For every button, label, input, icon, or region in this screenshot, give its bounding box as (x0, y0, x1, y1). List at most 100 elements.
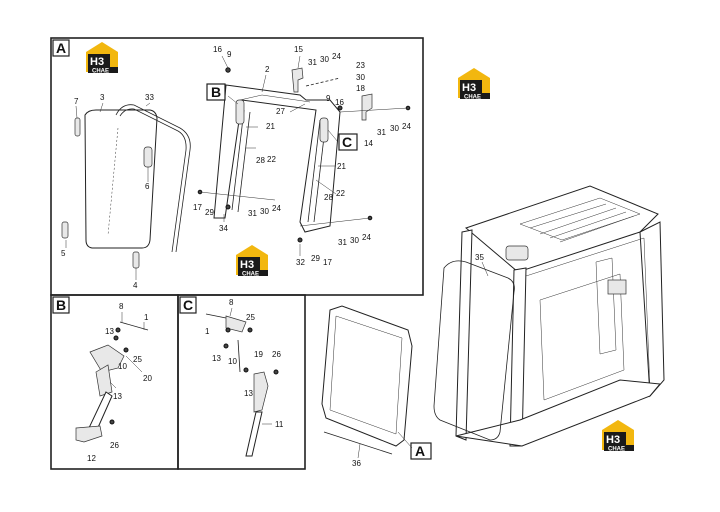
label-c-26: 26 (272, 350, 281, 359)
panel-a-labels: 16 9 15 31 30 24 2 23 30 18 7 3 33 B 27 … (61, 45, 411, 290)
door-frame (213, 84, 341, 233)
cab-illustration: 35 (433, 185, 665, 447)
callout-a-text: A (415, 443, 425, 459)
panel-b-tag-text: B (56, 297, 66, 313)
logo-b: H3 CHAE (458, 68, 490, 101)
callout-c-text: C (342, 134, 352, 150)
label-22b: 22 (336, 189, 345, 198)
panel-c-labels: 8 25 1 13 10 19 26 13 11 (205, 298, 284, 429)
seal-strip-36 (323, 431, 393, 455)
label-15: 15 (294, 45, 303, 54)
label-29b: 29 (311, 254, 320, 263)
label-30c: 30 (390, 124, 399, 133)
label-17: 17 (193, 203, 202, 212)
label-30b: 30 (356, 73, 365, 82)
callout-a: A (410, 442, 432, 460)
label-35: 35 (475, 253, 484, 262)
label-30d: 30 (260, 207, 269, 216)
label-31d: 31 (338, 238, 347, 247)
label-4: 4 (133, 281, 138, 290)
label-c-1: 1 (205, 327, 210, 336)
label-24b: 24 (402, 122, 411, 131)
logo-c: H3 CHAE (236, 245, 268, 278)
panel-c-tag: C (179, 296, 197, 314)
label-23: 23 (356, 61, 365, 70)
label-9: 9 (227, 50, 232, 59)
panel-a-drawing (61, 55, 411, 280)
label-9b: 9 (326, 94, 331, 103)
logo-c-text: CHAE (242, 272, 259, 278)
label-14: 14 (364, 139, 373, 148)
label-29: 29 (205, 208, 214, 217)
panel-a-tag: A (52, 39, 70, 57)
panel-b-drawing (75, 312, 149, 443)
logo-a: H3 CHAE (86, 42, 118, 75)
panel-c-drawing (205, 307, 279, 457)
label-31: 31 (308, 58, 317, 67)
label-5: 5 (61, 249, 66, 258)
panel-b-tag: B (52, 296, 70, 314)
label-b-13b: 13 (113, 392, 122, 401)
label-b-20: 20 (143, 374, 152, 383)
label-c-11: 11 (275, 420, 284, 429)
logo-d: H3 CHAE (602, 420, 634, 453)
glass-panel (84, 109, 158, 249)
label-31b: 31 (377, 128, 386, 137)
logo-a-text: CHAE (92, 69, 109, 75)
label-16b: 16 (335, 98, 344, 107)
label-31c: 31 (248, 209, 257, 218)
label-b-10: 10 (118, 362, 127, 371)
label-b-12: 12 (87, 454, 96, 463)
label-c-13: 13 (212, 354, 221, 363)
logo-c-mark: H3 (240, 259, 254, 271)
label-27: 27 (276, 107, 285, 116)
label-2: 2 (265, 65, 270, 74)
label-3: 3 (100, 93, 105, 102)
logo-d-text: CHAE (608, 447, 625, 453)
label-34: 34 (219, 224, 228, 233)
label-b-13: 13 (105, 327, 114, 336)
label-24c: 24 (272, 204, 281, 213)
logo-d-mark: H3 (606, 434, 620, 446)
callout-b: B (206, 83, 226, 101)
door-assembly: 36 A (321, 305, 432, 468)
label-21: 21 (266, 122, 275, 131)
label-c-13b: 13 (244, 389, 253, 398)
label-24d: 24 (362, 233, 371, 242)
label-b-8: 8 (119, 302, 124, 311)
label-21b: 21 (337, 162, 346, 171)
label-7: 7 (74, 97, 79, 106)
label-b-26: 26 (110, 441, 119, 450)
panel-c-tag-text: C (183, 297, 193, 313)
callout-c: C (338, 133, 358, 151)
label-c-25: 25 (246, 313, 255, 322)
logo-a-mark: H3 (90, 56, 104, 68)
label-33: 33 (145, 93, 154, 102)
label-c-8: 8 (229, 298, 234, 307)
label-32: 32 (296, 258, 305, 267)
label-b-25: 25 (133, 355, 142, 364)
panel-a-tag-text: A (56, 40, 66, 56)
label-36: 36 (352, 459, 361, 468)
label-28: 28 (256, 156, 265, 165)
logo-b-mark: H3 (462, 82, 476, 94)
label-c-19: 19 (254, 350, 263, 359)
label-24: 24 (332, 52, 341, 61)
label-b-1: 1 (144, 313, 149, 322)
panel-c-frame (177, 294, 306, 470)
label-6: 6 (145, 182, 150, 191)
door-seal-35 (433, 260, 515, 441)
label-16: 16 (213, 45, 222, 54)
glass-seal (115, 104, 191, 253)
label-30e: 30 (350, 236, 359, 245)
logo-b-text: CHAE (464, 95, 481, 101)
label-17b: 17 (323, 258, 332, 267)
label-22: 22 (267, 155, 276, 164)
label-c-10: 10 (228, 357, 237, 366)
label-30: 30 (320, 55, 329, 64)
panel-b-labels: 8 1 13 10 25 20 13 26 12 (87, 302, 152, 463)
label-18: 18 (356, 84, 365, 93)
label-28b: 28 (324, 193, 333, 202)
callout-b-text: B (211, 84, 221, 100)
